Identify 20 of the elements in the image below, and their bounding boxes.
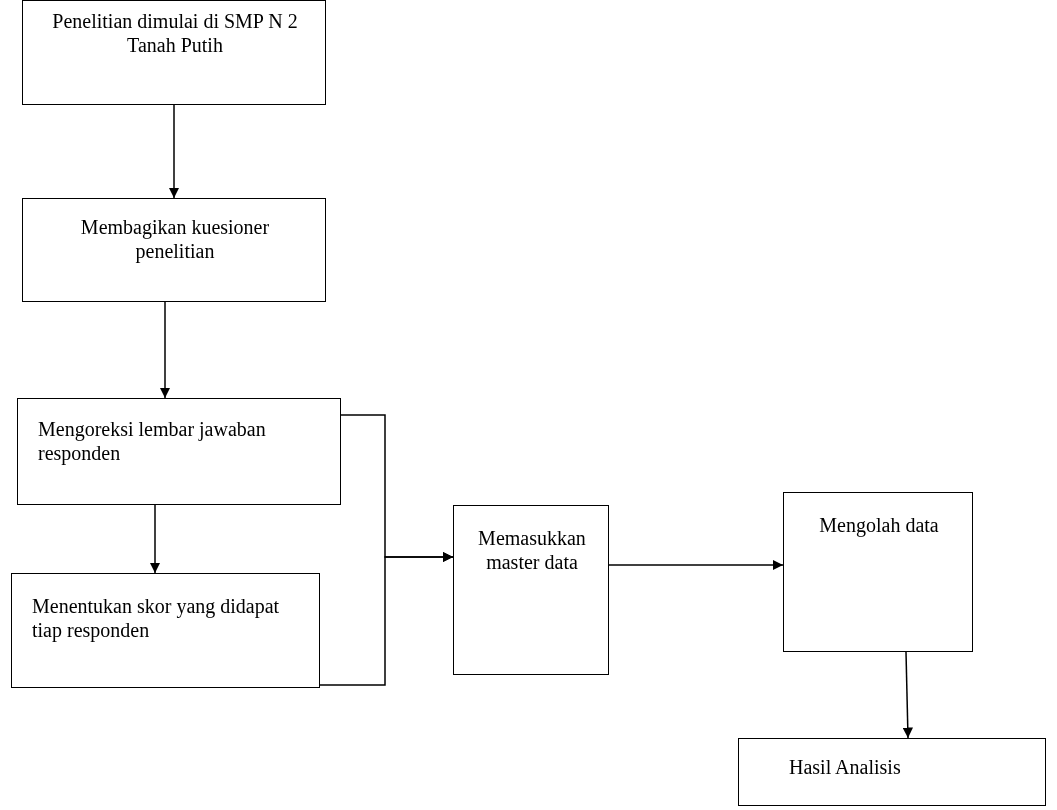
arrow: [608, 559, 784, 571]
arrow: [902, 651, 913, 739]
process-box: [17, 398, 341, 505]
step-text: Menentukan skor yang didapat tiap responden: [32, 594, 281, 642]
step-text: Mengoreksi lembar jawaban responden: [38, 417, 267, 465]
process-box: [738, 738, 1046, 806]
step-text: Membagikan kuesioner penelitian: [79, 215, 271, 263]
step-text: Penelitian dimulai di SMP N 2 Tanah Putih: [51, 9, 299, 57]
arrow: [159, 301, 171, 399]
process-box: [783, 492, 973, 652]
arrow: [319, 551, 454, 686]
arrow: [149, 504, 161, 574]
process-box: [22, 198, 326, 302]
process-box: [22, 0, 326, 105]
arrow: [168, 104, 180, 199]
step-text: Hasil Analisis: [789, 755, 902, 779]
process-box: [453, 505, 609, 675]
step-text: Memasukkan master data: [477, 526, 587, 574]
process-box: [11, 573, 320, 688]
step-text: Mengolah data: [818, 513, 940, 537]
